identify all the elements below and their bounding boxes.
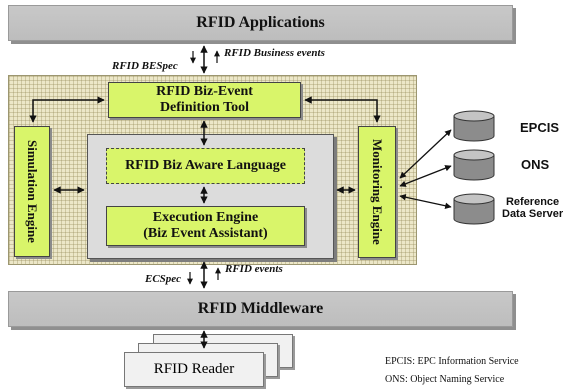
monitoring-engine-box: Monitoring Engine [358, 126, 396, 258]
tool-sim-connector [29, 96, 105, 123]
execution-label-line2: (Biz Event Assistant) [143, 226, 268, 241]
epcis-label: EPCIS [520, 120, 560, 135]
monitor-epcis-arrow [399, 129, 452, 179]
rfid-middleware-label: RFID Middleware [197, 300, 324, 317]
reference-label-line2: Data Server [502, 208, 564, 220]
rfid-reader-box: RFID Reader [124, 352, 264, 387]
monitor-reference-arrow [399, 194, 452, 209]
legend-epcis: EPCIS: EPC Information Service [385, 356, 519, 367]
reference-database-icon [453, 193, 495, 225]
tool-monitor-connector [304, 96, 381, 123]
rfid-applications-box: RFID Applications [8, 5, 513, 41]
rfid-middleware-box: RFID Middleware [8, 291, 513, 327]
simulation-engine-label: Simulation Engine [25, 140, 40, 243]
language-label: RFID Biz Aware Language [125, 158, 286, 173]
execution-engine-box: Execution Engine (Biz Event Assistant) [106, 206, 305, 246]
ons-database-icon [453, 149, 495, 181]
biz-aware-language-box: RFID Biz Aware Language [106, 148, 305, 184]
execution-label-line1: Execution Engine [152, 210, 259, 225]
epcis-database-icon [453, 110, 495, 142]
business-events-label: RFID Business events [224, 47, 325, 59]
rfid-applications-label: RFID Applications [196, 14, 325, 31]
monitor-ons-arrow [399, 165, 452, 187]
biz-event-definition-tool: RFID Biz-Event Definition Tool [108, 82, 301, 118]
ecspec-label: ECSpec [145, 273, 182, 285]
reference-label-line1: Reference [505, 196, 560, 208]
bespec-label: RFID BESpec [112, 60, 178, 72]
rfid-reader-label: RFID Reader [153, 361, 235, 377]
ons-label: ONS [521, 157, 550, 172]
reference-label: Reference Data Server [502, 196, 563, 220]
legend-ons: ONS: Object Naming Service [385, 374, 505, 385]
rfid-events-label: RFID events [225, 263, 283, 275]
simulation-engine-box: Simulation Engine [14, 126, 50, 257]
tool-label-line1: RFID Biz-Event [156, 84, 253, 99]
tool-label-line2: Definition Tool [159, 100, 250, 115]
monitoring-engine-label: Monitoring Engine [370, 139, 385, 245]
